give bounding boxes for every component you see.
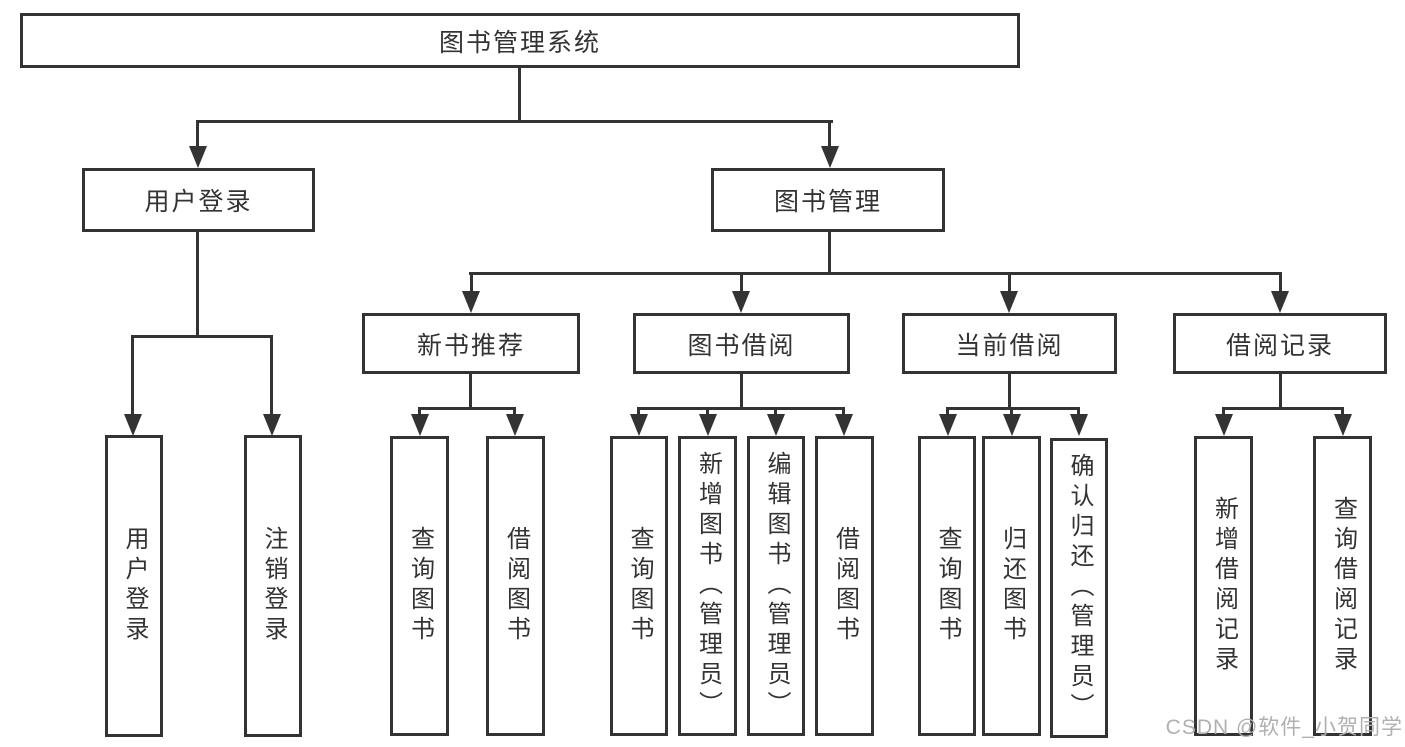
leaf-logout-label: 注销登录 (260, 526, 287, 646)
connector-bb-borrow-drop (842, 407, 845, 417)
node-book-borrowing: 图书借阅 (633, 313, 850, 374)
node-current-borrowing: 当前借阅 (902, 313, 1117, 374)
connector-bb-query-drop (637, 407, 640, 417)
arrow-down-current-borrow (1000, 291, 1018, 313)
connector-current-borrow-drop (1008, 272, 1011, 293)
connector-current-borrow-bar (946, 407, 1080, 410)
connector-book-borrow-drop (740, 272, 743, 293)
connector-new-books-bar (418, 407, 516, 410)
leaf-cb-confirm-return-admin-label: 确认归还（管理员） (1066, 453, 1093, 723)
node-new-book-recommend-label: 新书推荐 (416, 331, 525, 360)
connector-login-drop (131, 335, 134, 416)
connector-logout-drop (270, 335, 273, 416)
leaf-cb-confirm-return-admin: 确认归还（管理员） (1050, 438, 1108, 738)
leaf-bb-add-books-admin-label: 新增图书（管理员） (694, 451, 722, 721)
connector-nb-query-drop (418, 407, 421, 417)
node-user-login-label: 用户登录 (144, 188, 253, 216)
leaf-br-add-record-label: 新增借阅记录 (1210, 496, 1238, 676)
leaf-bb-borrow-books: 借阅图书 (815, 436, 874, 736)
connector-new-books-drop (470, 272, 473, 293)
arrow-down-br-add (1215, 414, 1233, 436)
connector-current-borrow-stem (1008, 374, 1011, 410)
arrow-down-nb-borrow (506, 414, 524, 436)
connector-br-add-drop (1222, 407, 1225, 417)
leaf-br-query-record-label: 查询借阅记录 (1329, 496, 1357, 676)
leaf-nb-query-books: 查询图书 (390, 436, 449, 736)
leaf-user-login: 用户登录 (105, 435, 163, 737)
node-borrow-records-label: 借阅记录 (1225, 331, 1334, 360)
leaf-bb-query-books-label: 查询图书 (626, 526, 653, 646)
arrow-down-book-mgmt (821, 146, 839, 168)
node-book-management-label: 图书管理 (773, 188, 882, 216)
leaf-cb-return-books: 归还图书 (982, 436, 1041, 736)
leaf-nb-borrow-books-label: 借阅图书 (502, 526, 530, 646)
arrow-down-new-books (462, 291, 480, 313)
arrow-down-user-login (189, 146, 207, 168)
arrow-down-bb-query (630, 414, 648, 436)
arrow-down-cb-confirm (1070, 414, 1088, 436)
arrow-down-bb-borrow (835, 414, 853, 436)
connector-bb-edit-drop (774, 407, 777, 417)
arrow-down-login (124, 414, 142, 436)
leaf-br-query-record: 查询借阅记录 (1313, 436, 1372, 736)
connector-br-query-drop (1341, 407, 1344, 417)
node-root: 图书管理系统 (20, 13, 1020, 68)
arrow-down-bb-add (699, 414, 717, 436)
leaf-bb-query-books: 查询图书 (610, 436, 668, 736)
leaf-cb-query-books-label: 查询图书 (934, 526, 961, 646)
connector-user-login-bar (131, 335, 273, 338)
node-new-book-recommend: 新书推荐 (362, 313, 580, 374)
connector-book-mgmt-bar (469, 272, 1282, 275)
node-book-borrowing-label: 图书借阅 (687, 331, 796, 360)
connector-user-login-drop (196, 120, 199, 148)
arrow-down-logout (263, 414, 281, 436)
connector-bb-add-drop (706, 407, 709, 417)
connector-user-login-stem (196, 232, 199, 338)
arrow-down-br-query (1334, 414, 1352, 436)
connector-borrow-records-bar (1222, 407, 1344, 410)
connector-book-borrow-bar (638, 407, 845, 410)
node-root-label: 图书管理系统 (438, 28, 601, 57)
connector-cb-query-drop (946, 407, 949, 417)
leaf-nb-query-books-label: 查询图书 (406, 526, 434, 646)
leaf-br-add-record: 新增借阅记录 (1194, 436, 1253, 736)
csdn-watermark: CSDN @软件_小贺同学 (1165, 716, 1403, 739)
leaf-bb-edit-books-admin-label: 编辑图书（管理员） (763, 451, 790, 721)
leaf-bb-edit-books-admin: 编辑图书（管理员） (747, 436, 805, 736)
leaf-logout: 注销登录 (244, 435, 302, 737)
connector-cb-confirm-drop (1077, 407, 1080, 417)
leaf-bb-borrow-books-label: 借阅图书 (831, 526, 859, 646)
leaf-nb-borrow-books: 借阅图书 (486, 436, 545, 736)
node-user-login: 用户登录 (82, 168, 315, 232)
connector-root-stem (518, 68, 521, 121)
connector-cb-return-drop (1010, 407, 1013, 417)
connector-root-bar (197, 120, 833, 123)
arrow-down-cb-query (939, 414, 957, 436)
leaf-user-login-label: 用户登录 (121, 526, 148, 646)
connector-new-books-stem (469, 374, 472, 410)
connector-book-borrow-stem (740, 374, 743, 410)
connector-book-mgmt-stem (828, 232, 831, 275)
leaf-bb-add-books-admin: 新增图书（管理员） (678, 436, 737, 736)
leaf-cb-query-books: 查询图书 (918, 436, 976, 736)
arrow-down-nb-query (411, 414, 429, 436)
arrow-down-bb-edit (767, 414, 785, 436)
arrow-down-cb-return (1003, 414, 1021, 436)
connector-borrow-records-stem (1279, 374, 1282, 410)
connector-borrow-records-drop (1279, 272, 1282, 293)
leaf-cb-return-books-label: 归还图书 (998, 526, 1026, 646)
node-book-management: 图书管理 (711, 168, 945, 232)
node-current-borrowing-label: 当前借阅 (955, 331, 1064, 360)
connector-nb-borrow-drop (513, 407, 516, 417)
node-borrow-records: 借阅记录 (1173, 313, 1387, 374)
arrow-down-borrow-records (1271, 291, 1289, 313)
connector-book-mgmt-drop (828, 120, 831, 148)
arrow-down-book-borrow (732, 291, 750, 313)
